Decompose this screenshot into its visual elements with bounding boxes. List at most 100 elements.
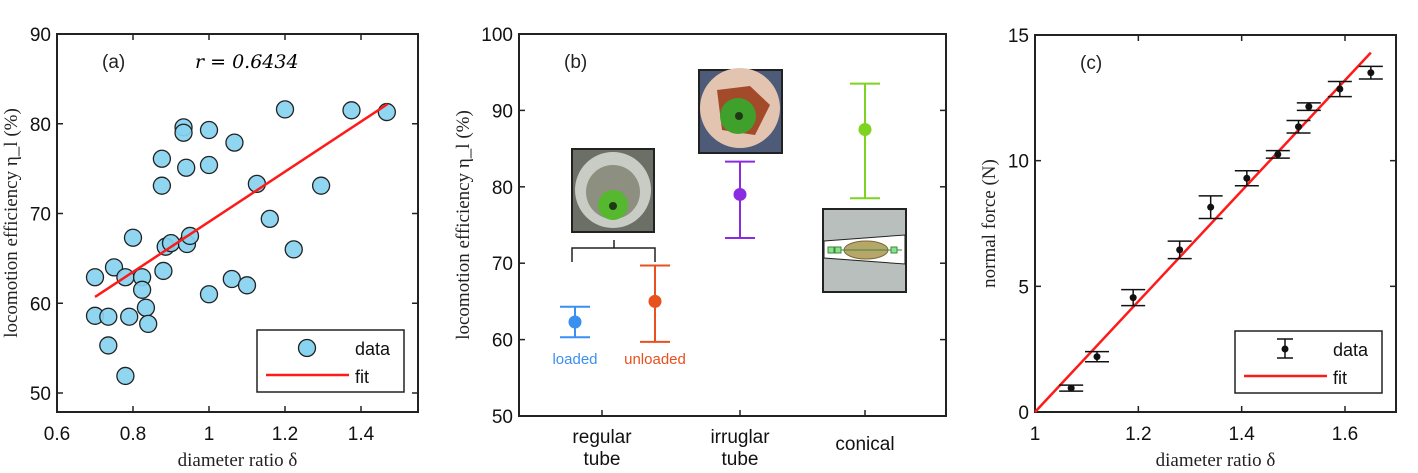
x-axis-label: diameter ratio δ <box>1156 450 1276 471</box>
y-tick-label: 70 <box>30 205 51 226</box>
legend: data fit <box>1234 330 1383 394</box>
plot-frame <box>518 33 947 417</box>
y-tick-label: 5 <box>1018 277 1029 298</box>
data-point <box>99 307 118 326</box>
legend-label-fit: fit <box>1333 368 1347 388</box>
y-tick-label: 15 <box>1008 26 1029 47</box>
series-label-loaded: loaded <box>552 351 597 368</box>
robot-module <box>890 246 898 254</box>
y-tick-label: 50 <box>492 407 513 428</box>
data-point <box>139 314 158 334</box>
data-point <box>154 261 173 281</box>
errorbar-irruglar-tube <box>725 160 755 239</box>
errorbar-loaded <box>560 305 590 339</box>
data-point <box>1085 350 1109 363</box>
x-tick-label: 0.8 <box>120 424 146 445</box>
data-point <box>1265 149 1290 159</box>
plot-frame <box>1034 34 1397 413</box>
x-tick-label: 1.6 <box>1332 424 1358 445</box>
mean-point <box>648 294 662 308</box>
data-point <box>1296 102 1321 112</box>
photo-regular-tube <box>571 148 655 233</box>
data-point <box>311 176 331 195</box>
category-label: regular <box>572 427 632 448</box>
data-point <box>199 285 219 304</box>
data-point <box>1059 384 1084 392</box>
legend-box <box>1234 330 1383 394</box>
data-point <box>1234 169 1259 187</box>
errorbar-unloaded <box>640 264 670 343</box>
marker <box>1067 384 1075 392</box>
data-point <box>1286 119 1311 134</box>
y-axis-label: normal force (N) <box>979 159 1000 288</box>
x-tick-label: 1 <box>204 424 215 445</box>
y-tick-label: 100 <box>481 25 513 46</box>
y-tick-label: 50 <box>30 384 51 405</box>
data-point <box>1198 195 1223 220</box>
y-tick-label: 0 <box>1018 403 1029 424</box>
data-point <box>222 269 241 289</box>
data-point <box>99 336 118 355</box>
robot-module <box>827 246 835 254</box>
mean-point <box>733 187 747 201</box>
data-point <box>152 176 172 195</box>
data-point <box>174 123 193 142</box>
y-tick-label: 60 <box>30 294 51 315</box>
y-axis-label: locomotion efficiency η_l (%) <box>1 108 22 338</box>
data-point <box>1358 65 1383 80</box>
fit-line <box>94 102 389 299</box>
marker <box>1129 294 1137 302</box>
category-label: conical <box>835 434 894 455</box>
marker <box>1243 174 1251 182</box>
data-point <box>136 298 156 317</box>
y-tick-label: 70 <box>492 254 513 275</box>
data-point <box>284 240 303 259</box>
data-point <box>199 120 219 140</box>
legend-label-data: data <box>355 339 391 359</box>
data-point <box>132 280 152 299</box>
y-tick-label: 60 <box>492 331 513 352</box>
panel-b: 50 60 70 80 90 100 (b) locomotion efficiency η_… <box>453 25 947 470</box>
mean-point <box>568 315 582 329</box>
marker <box>1093 353 1101 361</box>
plot-frame <box>56 33 419 413</box>
diagram-conical-tube <box>822 208 907 293</box>
data-point <box>1121 288 1146 307</box>
panel-label: (c) <box>1080 53 1102 74</box>
data-point <box>123 228 143 247</box>
y-tick-label: 90 <box>30 25 51 46</box>
data-point <box>237 276 257 295</box>
y-tick-label: 10 <box>1008 152 1029 173</box>
y-tick-label: 80 <box>30 115 51 136</box>
data-point <box>116 366 135 386</box>
robot-center <box>609 202 617 210</box>
series-label-unloaded: unloaded <box>624 351 686 368</box>
data-point <box>260 209 279 229</box>
marker <box>1305 103 1313 111</box>
x-tick-label: 0.6 <box>44 424 70 445</box>
legend-label-fit: fit <box>355 367 369 387</box>
panel-label: (b) <box>564 52 587 73</box>
data-point <box>85 268 105 287</box>
robot-center <box>735 112 743 120</box>
y-tick-label: 90 <box>492 101 513 122</box>
legend-marker-data <box>297 338 317 358</box>
y-axis-label: locomotion efficiency η_l (%) <box>453 110 474 340</box>
x-tick-label: 1 <box>1030 424 1041 445</box>
category-label: irruglar <box>710 427 770 448</box>
x-tick-label: 1.4 <box>348 424 375 445</box>
marker <box>1295 123 1302 131</box>
data-point <box>275 100 295 119</box>
correlation-annotation: r = 0.6434 <box>195 51 299 73</box>
y-tick-label: 80 <box>492 178 513 199</box>
legend-label-data: data <box>1333 340 1369 360</box>
data-point <box>1327 80 1352 98</box>
bracket <box>571 240 656 262</box>
x-tick-label: 1.4 <box>1228 424 1255 445</box>
category-label: tube <box>584 449 621 470</box>
data-point <box>120 307 139 326</box>
marker <box>1336 85 1344 93</box>
